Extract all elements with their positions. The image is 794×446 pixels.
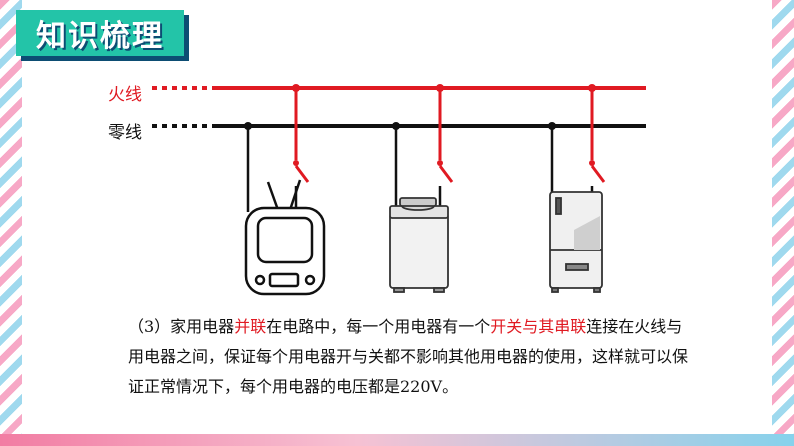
caption-highlight-parallel: 并联 [234, 317, 267, 336]
branch-2 [392, 84, 454, 206]
caption-text: （3）家用电器并联在电路中，每一个用电器有一个开关与其串联连接在火线与用电器之间… [128, 312, 688, 402]
caption-highlight-series-switch: 开关与其串联 [490, 317, 587, 336]
neutral-wire-label: 零线 [108, 123, 142, 143]
live-wire-label: 火线 [108, 85, 142, 105]
caption-part-1: （3）家用电器 [128, 317, 235, 336]
fridge-icon [549, 191, 603, 293]
washing-machine-icon [389, 197, 449, 293]
bottom-decorative-band [0, 434, 794, 446]
decorative-stripes-right [772, 0, 794, 446]
caption-part-3: 连接在火线与用电器之间，保证每个用电器开与关都不影响其他用电器的使用，这样就可以… [128, 317, 689, 396]
decorative-stripes-left [0, 0, 22, 446]
caption-part-2: 在电路中，每一个用电器有一个 [266, 317, 491, 336]
branch-1 [244, 84, 310, 212]
tv-icon [244, 179, 326, 296]
title-banner: 知识梳理 [16, 10, 184, 56]
branch-3 [548, 84, 606, 196]
page-title: 知识梳理 [36, 19, 164, 54]
